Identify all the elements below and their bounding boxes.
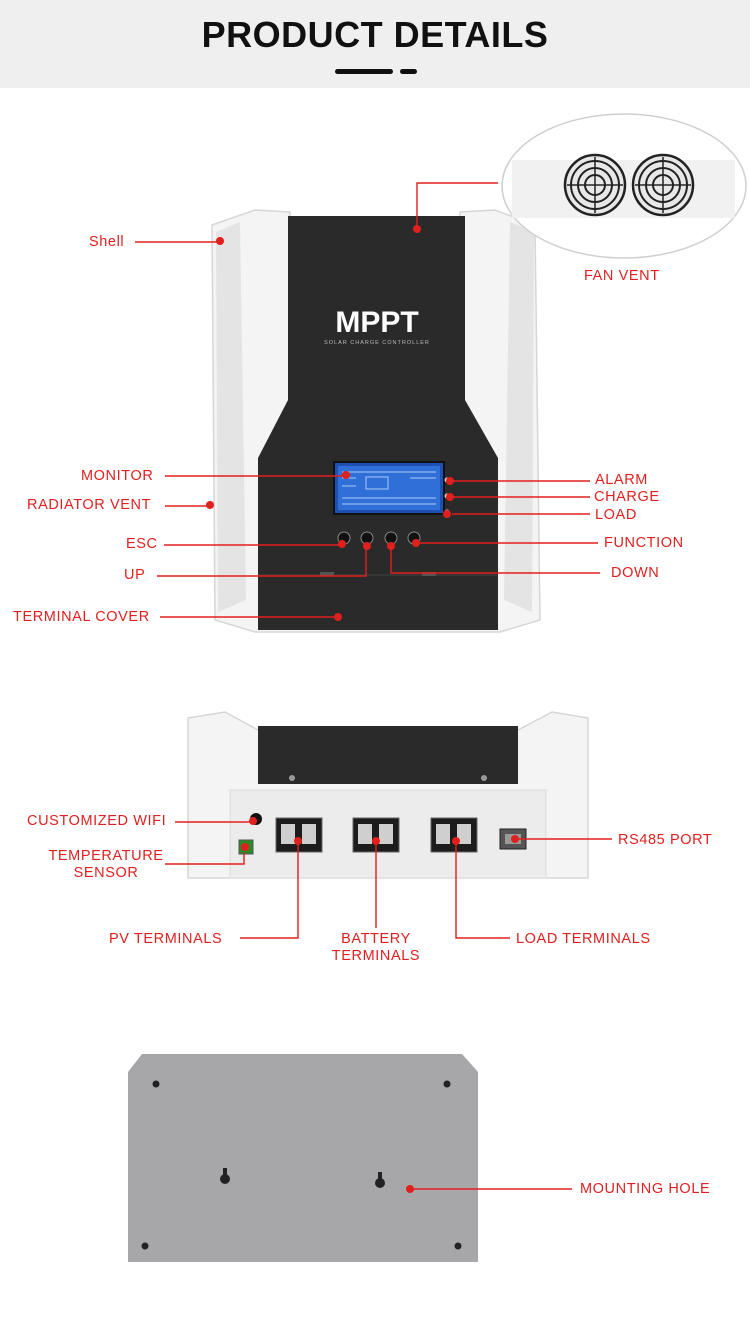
label-load: LOAD <box>595 507 637 523</box>
fan-right <box>631 153 695 217</box>
mppt-logo: MPPT <box>335 306 418 339</box>
label-charge: CHARGE <box>594 489 660 505</box>
header-banner: PRODUCT DETAILS <box>0 0 750 88</box>
mounting-hole-left <box>220 1168 230 1184</box>
back-view <box>128 1054 572 1262</box>
title-underline <box>335 69 393 74</box>
label-terminal-cover: TERMINAL COVER <box>13 609 150 625</box>
label-temperature-line2: SENSOR <box>73 865 139 881</box>
front-view: MPPT SOLAR CHARGE CONTROLLER <box>135 182 600 633</box>
label-battery-terminals: BATTERY TERMINALS <box>316 931 436 965</box>
label-customized-wifi: CUSTOMIZED WIFI <box>27 813 167 829</box>
label-pv-terminals: PV TERMINALS <box>109 931 223 947</box>
label-function: FUNCTION <box>604 535 684 551</box>
label-down: DOWN <box>611 565 660 581</box>
title-underline-dash <box>400 69 417 74</box>
label-load-terminals: LOAD TERMINALS <box>516 931 651 947</box>
label-alarm: ALARM <box>595 472 648 488</box>
label-rs485-port: RS485 PORT <box>618 832 713 848</box>
back-plate <box>128 1054 478 1262</box>
page-title: PRODUCT DETAILS <box>201 14 549 55</box>
label-radiator-vent: RADIATOR VENT <box>27 497 152 513</box>
label-battery-line1: BATTERY <box>341 931 411 947</box>
label-battery-line2: TERMINALS <box>331 948 421 964</box>
label-monitor: MONITOR <box>81 468 154 484</box>
mppt-sublogo: SOLAR CHARGE CONTROLLER <box>324 340 430 346</box>
fan-vent-bubble <box>501 113 747 259</box>
mounting-hole-right <box>375 1172 385 1188</box>
label-up: UP <box>124 567 146 583</box>
label-temperature-sensor: TEMPERATURE SENSOR <box>38 848 174 882</box>
bottom-dark-panel <box>258 726 518 784</box>
label-mounting-hole: MOUNTING HOLE <box>580 1181 711 1197</box>
fan-left <box>563 153 627 217</box>
shell-left-side <box>216 222 246 612</box>
bottom-view <box>165 711 612 939</box>
label-fan-vent: FAN VENT <box>584 268 660 284</box>
front-panel <box>258 216 498 630</box>
label-esc: ESC <box>126 536 158 552</box>
label-temperature-line1: TEMPERATURE <box>48 848 164 864</box>
label-shell: Shell <box>89 234 125 250</box>
